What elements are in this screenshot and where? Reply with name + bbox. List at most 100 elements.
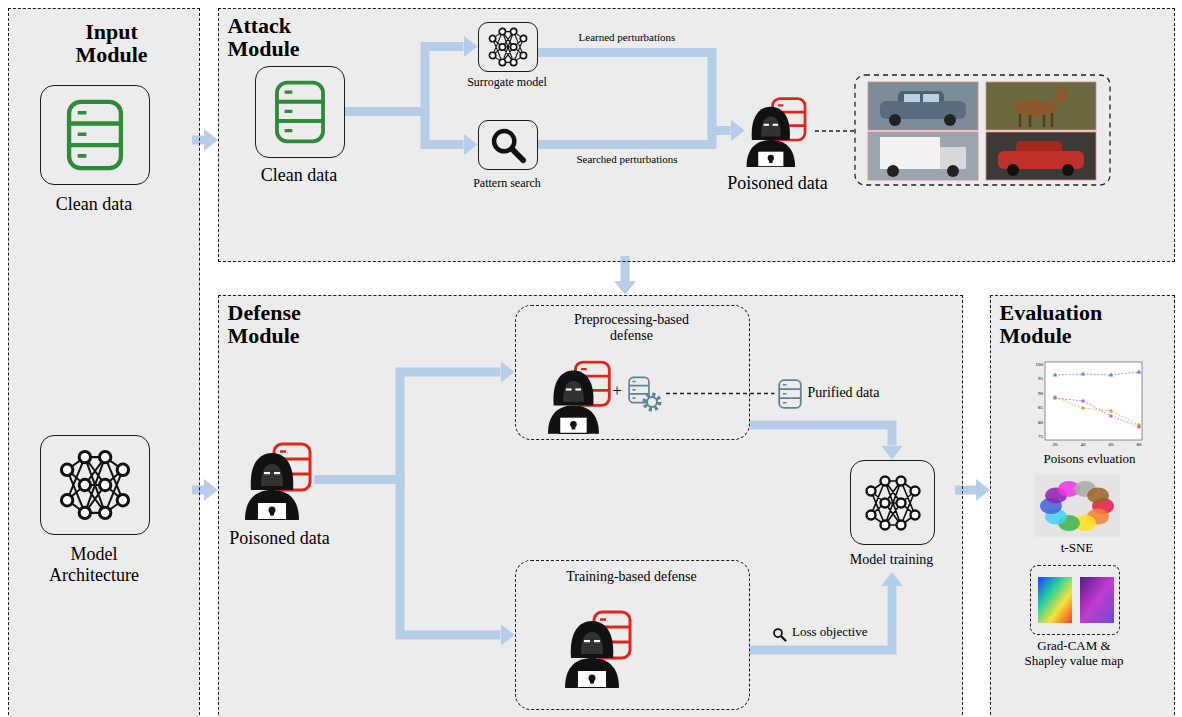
- defense-group: Preprocessing-based defense: [515, 305, 750, 440]
- tsne-plot: [1035, 475, 1120, 537]
- node-label: Model Architecture: [29, 544, 159, 585]
- module-title: Attack Module: [228, 14, 328, 62]
- poisoned-image-samples: [855, 75, 1110, 185]
- poisoned-image-samples: [1007, 164, 1019, 176]
- axis-tick: 40: [1076, 442, 1090, 447]
- attacker-icon: [548, 362, 609, 434]
- flow-arrow: [538, 53, 731, 131]
- flow-arrow: [750, 586, 893, 650]
- flow-arrow: [750, 425, 893, 446]
- network-icon: [867, 477, 920, 530]
- evaluation-chart: [1045, 362, 1142, 440]
- module-title: Defense Module: [228, 301, 328, 349]
- tsne-thumbnail: t-SNE: [1035, 475, 1120, 537]
- tsne-plot: [1035, 475, 1120, 537]
- poisoned-data-icon: Poisoned data: [245, 440, 315, 520]
- evaluation-chart: [1055, 397, 1139, 425]
- group-title: Training-based defense: [532, 569, 732, 585]
- saliency-maps: [1038, 577, 1072, 623]
- model-icon-box: Surrogate model: [478, 22, 538, 72]
- node-label: t-SNE: [1027, 541, 1127, 556]
- search-icon-box: Pattern search: [478, 120, 538, 170]
- search-icon: [494, 131, 523, 160]
- edge-label: Loss objective: [790, 625, 869, 639]
- attacker-icon: [245, 444, 310, 520]
- evaluation-chart: [1045, 362, 1142, 440]
- saliency-maps: [1038, 577, 1114, 623]
- poisoned-image-samples: [868, 82, 978, 130]
- flow-arrow: [315, 480, 501, 636]
- module-ground: [218, 295, 963, 717]
- poisoned-image-samples: [889, 114, 901, 126]
- module-panel: Evaluation ModulePoisons evluationt-SNEG…: [990, 295, 1175, 717]
- network-icon: [61, 451, 128, 518]
- module-panel: Attack ModuleClean data Surrogate modelPa…: [218, 8, 1175, 262]
- poisoned-image-samples: [923, 94, 939, 102]
- poisoned-image-samples: [880, 137, 940, 169]
- poisoned-image-samples: [868, 132, 978, 180]
- flow-arrow: [538, 131, 731, 145]
- node-label: Clean data: [239, 165, 359, 186]
- poisoned-image-samples: [1056, 87, 1068, 103]
- dashed-link: [666, 393, 775, 394]
- plus-sign: +: [610, 383, 624, 399]
- evaluation-chart: [1053, 396, 1141, 429]
- axis-tick: 85: [1029, 405, 1043, 410]
- node-label: Poisoned data: [215, 528, 345, 549]
- poisoned-image-samples: [947, 165, 959, 177]
- poisoned-image-samples: [1062, 164, 1074, 176]
- flow-arrow: [192, 136, 204, 145]
- attacker-icon: [747, 99, 806, 167]
- gear-icon: [645, 395, 660, 410]
- evaluation-chart: [1137, 425, 1141, 429]
- evaluation-chart: [1053, 396, 1057, 400]
- database-icon: [779, 380, 801, 408]
- chart-thumbnail: Poisons evluation: [1035, 358, 1145, 448]
- search-icon: [494, 131, 785, 640]
- evaluation-chart: [1109, 414, 1113, 418]
- module-ground: [990, 295, 1175, 717]
- tsne-plot: [1087, 487, 1109, 503]
- attacker-icon: [565, 612, 630, 688]
- saliency-maps: [1080, 577, 1114, 623]
- axis-tick: 100: [1029, 362, 1043, 367]
- evaluation-chart: [1055, 398, 1139, 427]
- flow-arrow: [315, 372, 501, 480]
- database-icon: [69, 83, 801, 408]
- module-ground: [218, 8, 1175, 262]
- module-panel: Input ModuleClean dataModel Architecture: [8, 8, 200, 717]
- node-label: Model training: [832, 552, 952, 568]
- poisoned-image-samples: [815, 130, 855, 131]
- data-icon-box: Clean data: [40, 85, 150, 185]
- group-title: Preprocessing-based defense: [557, 312, 707, 344]
- module-title: Input Module: [62, 20, 162, 68]
- evaluation-chart: [1109, 409, 1113, 413]
- module-ground: [8, 8, 1175, 717]
- edge-label: Learned perturbations: [560, 31, 694, 43]
- poisoned-image-samples: [1020, 113, 1052, 127]
- evaluation-chart: [1053, 370, 1142, 377]
- database-icon: [629, 377, 649, 402]
- model-icon-box: Model Architecture: [40, 435, 150, 535]
- search-icon: [774, 629, 786, 641]
- gear-icon: [647, 397, 657, 407]
- module-panel: Defense ModulePoisoned data Preprocessing…: [218, 295, 963, 717]
- poisoned-image-samples: [986, 82, 1096, 130]
- flow-arrow: [192, 486, 204, 495]
- flow-arrow: [345, 112, 464, 145]
- node-label: Grad-CAM & Shapley value map: [1019, 639, 1129, 669]
- database-icon: [69, 102, 121, 168]
- purified-data-icon: Purified data: [778, 378, 802, 410]
- poisoned-image-samples: [815, 75, 1110, 185]
- defense-group: Training-based defense: [515, 560, 750, 710]
- network-icon: [489, 28, 526, 65]
- axis-tick: 95: [1029, 376, 1043, 381]
- poisoned-image-samples: [887, 165, 899, 177]
- attacker-icon: [245, 99, 805, 688]
- evaluation-chart: [1053, 395, 1057, 399]
- axis-tick: 80: [1132, 442, 1146, 447]
- axis-tick: 60: [1104, 442, 1118, 447]
